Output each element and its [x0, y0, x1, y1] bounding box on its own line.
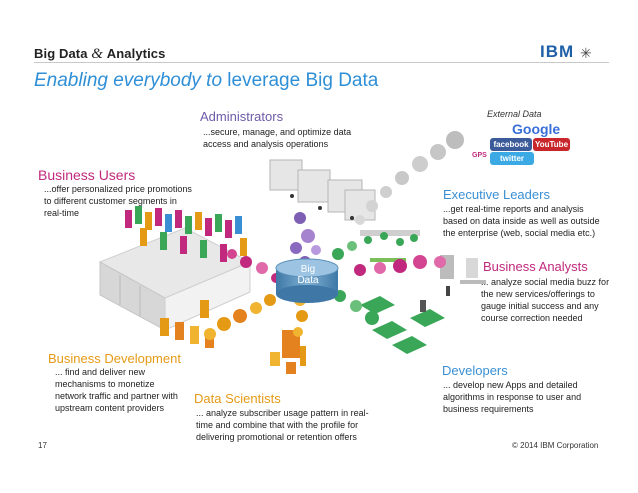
page-number: 17 [38, 441, 47, 450]
role-administrators-desc: ...secure, manage, and optimize data acc… [203, 127, 352, 149]
executive-leaders-figures [360, 230, 420, 262]
brand-title: Big Data & Analytics [34, 46, 166, 62]
role-data-scientists-desc: ... analyze subscriber usage pattern in … [196, 408, 369, 442]
business-users-crowd [125, 206, 247, 262]
server-racks [269, 159, 376, 221]
role-executive-leaders-desc: ...get real-time reports and analysis ba… [443, 204, 600, 238]
role-business-users-desc: ...offer personalized price promotions t… [44, 184, 192, 218]
big-data-cylinder [275, 258, 339, 303]
facebook-logo: facebook [490, 138, 532, 151]
role-business-analysts-desc: ... analyze social media buzz for the ne… [481, 277, 610, 323]
role-business-development-desc: ... find and deliver new mechanisms to m… [55, 367, 178, 413]
smarter-planet-icon: ✳ [580, 45, 592, 61]
warehouse-building [98, 227, 252, 331]
role-developers-desc: ... develop new Apps and detailed algori… [443, 380, 582, 414]
data-scientists-figures [270, 330, 306, 374]
google-logo: Google [512, 121, 561, 137]
business-analysts-figures [440, 255, 486, 296]
role-business-users-title: Business Users [38, 167, 136, 183]
external-data-label: External Data [487, 109, 542, 119]
developers-figures [360, 296, 445, 354]
page-title: Enabling everybody to leverage Big Data [34, 70, 379, 91]
gps-logo: GPS [472, 152, 487, 159]
youtube-logo: YouTube [533, 138, 570, 151]
ibm-logo: IBM [540, 42, 575, 61]
twitter-logo: twitter [490, 152, 534, 165]
big-data-label: Big Data [297, 264, 319, 286]
role-executive-leaders-title: Executive Leaders [443, 187, 550, 202]
data-flow-balls [204, 131, 464, 340]
role-developers-title: Developers [442, 363, 508, 378]
copyright: © 2014 IBM Corporation [512, 441, 599, 450]
role-business-analysts-title: Business Analysts [483, 259, 588, 274]
role-business-development-title: Business Development [48, 351, 181, 366]
role-administrators-title: Administrators [200, 109, 284, 124]
role-data-scientists-title: Data Scientists [194, 391, 281, 406]
header-divider [34, 62, 609, 63]
